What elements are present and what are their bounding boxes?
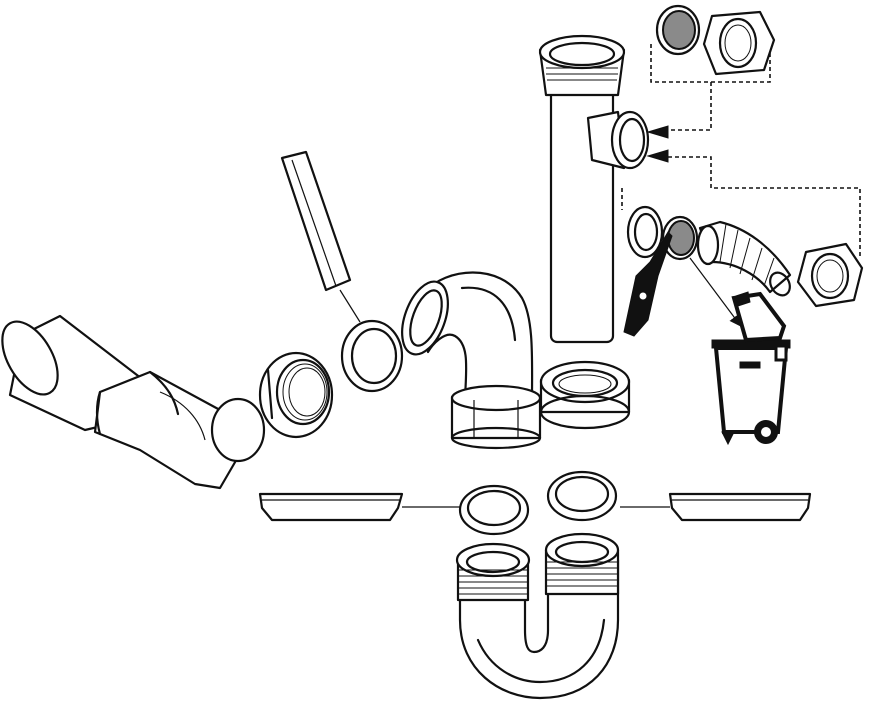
u-trap — [455, 532, 620, 700]
waste-bin-icon — [711, 291, 791, 446]
hose-connector — [696, 220, 792, 297]
grey-seal-disc — [661, 215, 742, 327]
outlet-elbow-pipe — [1, 314, 266, 490]
wedge-gasket-left — [258, 492, 460, 522]
elbow-bend — [401, 271, 542, 450]
standpipe-tee — [538, 34, 669, 344]
union-nut-middle — [539, 360, 631, 430]
dashed-connector-lines — [621, 44, 861, 258]
flat-spacer-strip — [280, 150, 361, 323]
union-nut-left — [258, 351, 334, 439]
wedge-gasket-right — [620, 492, 812, 522]
o-ring-left — [458, 484, 530, 536]
o-ring-right — [546, 470, 618, 522]
hex-nut-upper — [702, 10, 776, 76]
blanking-cap-upper — [655, 4, 701, 56]
hex-nut-lower — [796, 242, 864, 308]
sealing-ring-left — [340, 319, 404, 393]
cutting-tool — [623, 231, 673, 337]
sealing-ring-small — [626, 205, 664, 259]
